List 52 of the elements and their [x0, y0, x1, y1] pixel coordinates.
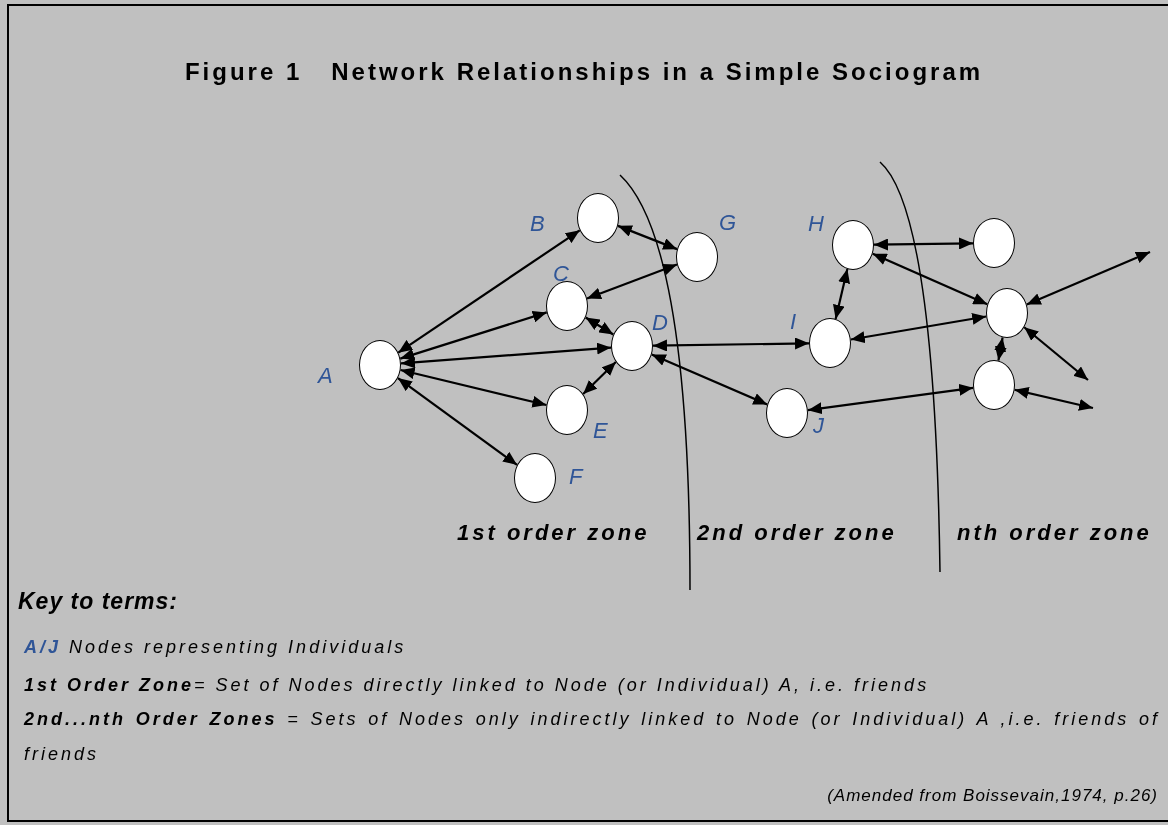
node-letter: F — [569, 466, 583, 488]
node-letter: H — [808, 213, 824, 235]
zone-label: nth order zone — [957, 519, 1152, 547]
zone-label: 2nd order zone — [697, 519, 897, 547]
key-entry: 1st Order Zone= Set of Nodes directly linked to Node (or Individual) A, i.e. friends — [24, 674, 930, 697]
figure-title: Figure 1 Network Relationships in a Simple Sociogram — [183, 57, 985, 87]
arrow — [651, 353, 768, 406]
arrow — [1014, 387, 1094, 411]
person-node-circle — [676, 232, 718, 282]
arrow — [399, 310, 548, 361]
arrow — [585, 316, 614, 336]
node-letter: I — [790, 311, 797, 333]
person-node-circle — [766, 388, 808, 438]
person-node-circle — [514, 453, 556, 503]
person-node-circle — [611, 321, 653, 371]
arrow — [807, 383, 974, 415]
arrow — [1023, 326, 1089, 381]
arrow — [397, 229, 581, 354]
zone-label: 1st order zone — [457, 519, 650, 547]
person-node-circle — [809, 318, 851, 368]
person-node-circle — [577, 193, 619, 243]
arrow — [586, 263, 678, 300]
arrow — [400, 367, 547, 408]
person-node-circle — [546, 385, 588, 435]
node-letter: B — [530, 213, 545, 235]
key-heading: Key to terms: — [18, 587, 178, 616]
person-node-circle — [359, 340, 401, 390]
arrow — [653, 337, 809, 352]
node-letter: C — [553, 263, 569, 285]
arrow — [1026, 251, 1151, 306]
arrow — [833, 268, 850, 320]
arrow — [874, 237, 973, 251]
person-node-circle — [973, 360, 1015, 410]
arrow — [994, 337, 1007, 361]
node-letter: D — [652, 312, 668, 334]
arrow — [617, 224, 678, 251]
person-node-circle — [546, 281, 588, 331]
source-caption: (Amended from Boissevain,1974, p.26) — [827, 785, 1158, 807]
node-letter: G — [719, 212, 737, 234]
arrow — [872, 252, 988, 306]
node-letter: A — [318, 365, 333, 387]
key-entry: A/J Nodes representing Individuals — [24, 636, 407, 659]
arrow — [397, 377, 518, 466]
person-node-circle — [973, 218, 1015, 268]
arrow — [400, 342, 612, 369]
node-letter: J — [813, 415, 824, 437]
key-entry: 2nd...nth Order Zones = Sets of Nodes only indirectly linked to Node (or Individual) A ,i.e. friends of friends — [24, 708, 1160, 766]
person-node-circle — [832, 220, 874, 270]
arrow — [850, 312, 987, 344]
node-letter: E — [593, 420, 608, 442]
person-node-circle — [986, 288, 1028, 338]
arrow — [582, 361, 617, 395]
